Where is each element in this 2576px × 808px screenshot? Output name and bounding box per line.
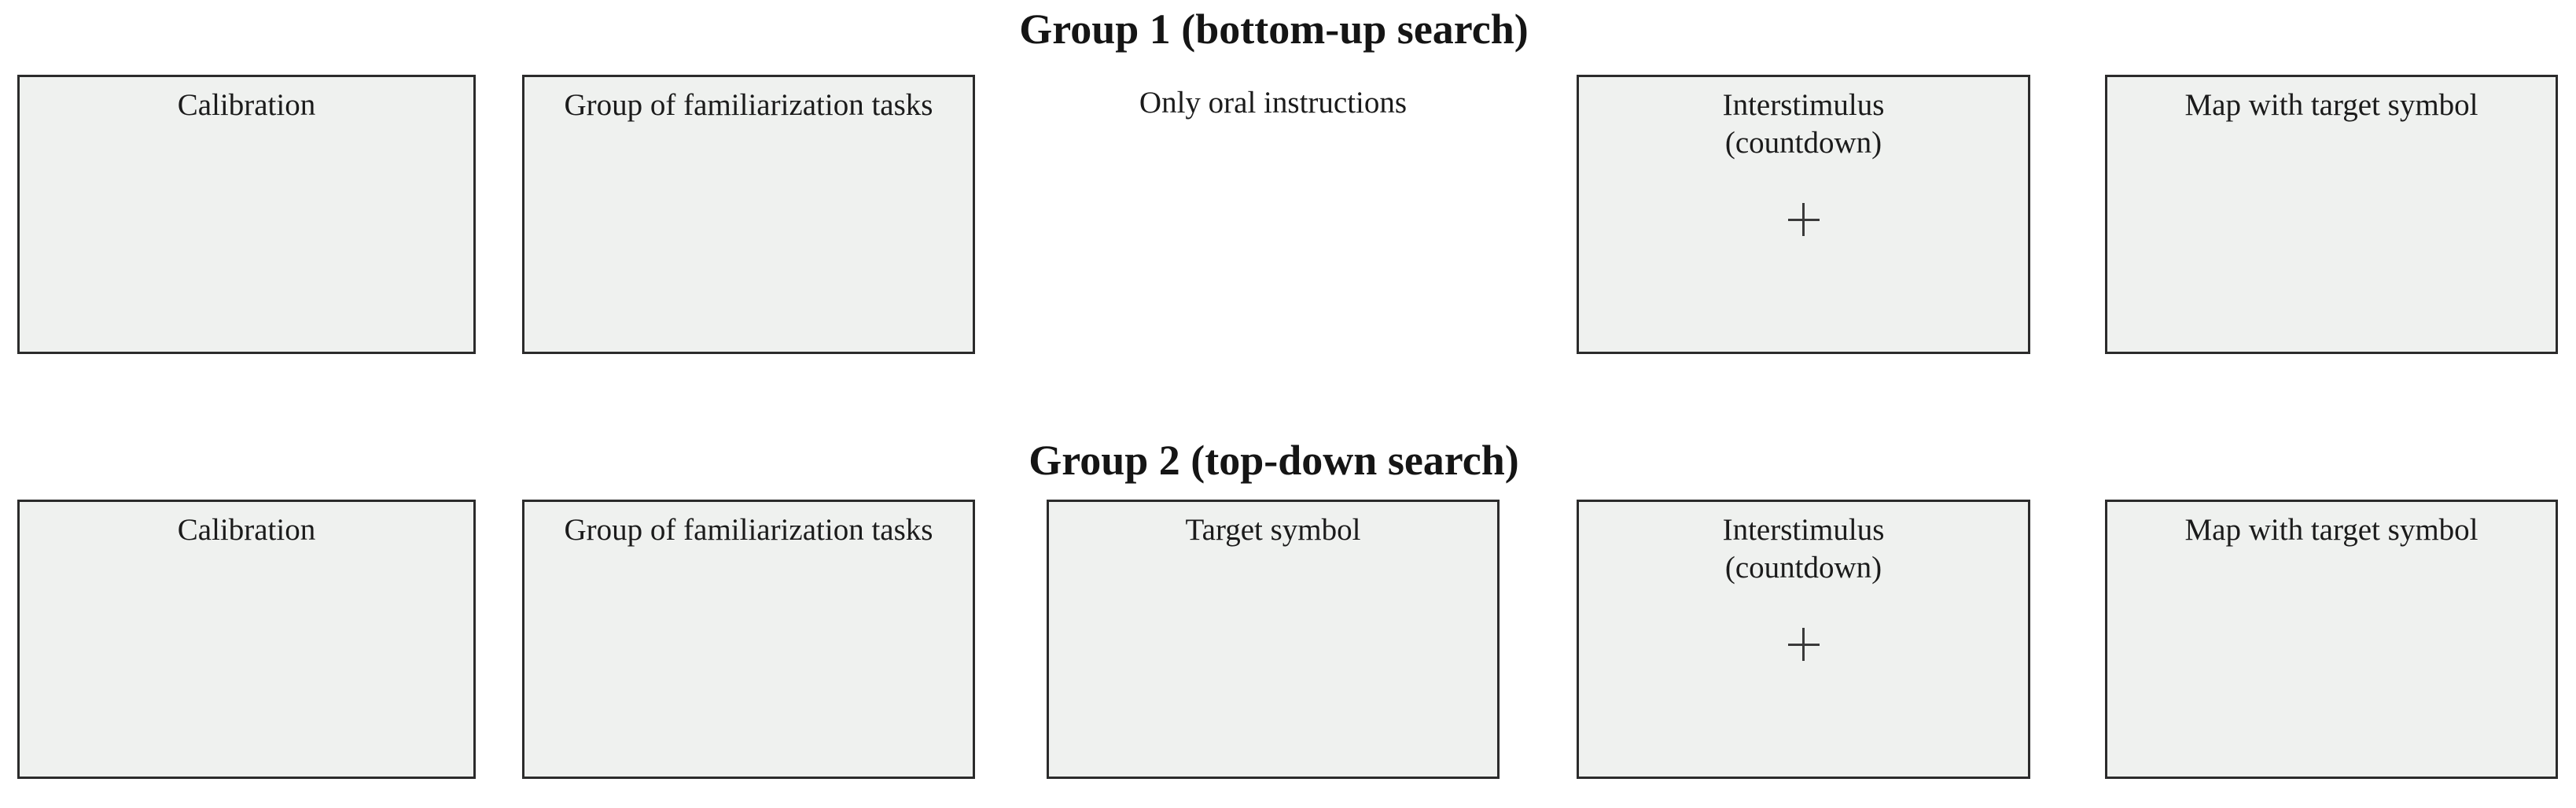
g1-familiarization-tasks-label: Group of familiarization tasks bbox=[564, 88, 933, 122]
fixation-cross-icon bbox=[1787, 628, 1820, 661]
g1-calibration-box: Calibration bbox=[17, 75, 476, 354]
g1-interstimulus-box: Interstimulus (countdown) bbox=[1577, 75, 2030, 354]
g2-map-target-box: Map with target symbol bbox=[2105, 500, 2558, 779]
g2-target-symbol-box: Target symbol bbox=[1047, 500, 1500, 779]
g2-interstimulus-box: Interstimulus (countdown) bbox=[1577, 500, 2030, 779]
g1-map-target-box: Map with target symbol bbox=[2105, 75, 2558, 354]
g1-interstimulus-sublabel: (countdown) bbox=[1724, 126, 1882, 160]
g1-map-target-label: Map with target symbol bbox=[2184, 88, 2478, 122]
g2-calibration-label: Calibration bbox=[177, 513, 316, 547]
g2-target-symbol-label: Target symbol bbox=[1185, 513, 1361, 547]
g2-familiarization-tasks-box: Group of familiarization tasks bbox=[522, 500, 975, 779]
g2-map-target-label: Map with target symbol bbox=[2184, 513, 2478, 547]
g2-interstimulus-label: Interstimulus bbox=[1722, 513, 1885, 547]
g1-calibration-label: Calibration bbox=[177, 88, 316, 122]
g1-familiarization-tasks-box: Group of familiarization tasks bbox=[522, 75, 975, 354]
g1-oral-instructions-note: Only oral instructions bbox=[1047, 75, 1500, 354]
g2-interstimulus-sublabel: (countdown) bbox=[1724, 551, 1882, 585]
g1-oral-instructions-label: Only oral instructions bbox=[1139, 86, 1408, 120]
fixation-cross-icon bbox=[1787, 203, 1820, 236]
group-2-title: Group 2 (top-down search) bbox=[1029, 437, 1519, 484]
g1-interstimulus-label: Interstimulus bbox=[1722, 88, 1885, 122]
group-1-title: Group 1 (bottom-up search) bbox=[1019, 6, 1529, 53]
g2-calibration-box: Calibration bbox=[17, 500, 476, 779]
g2-familiarization-tasks-label: Group of familiarization tasks bbox=[564, 513, 933, 547]
